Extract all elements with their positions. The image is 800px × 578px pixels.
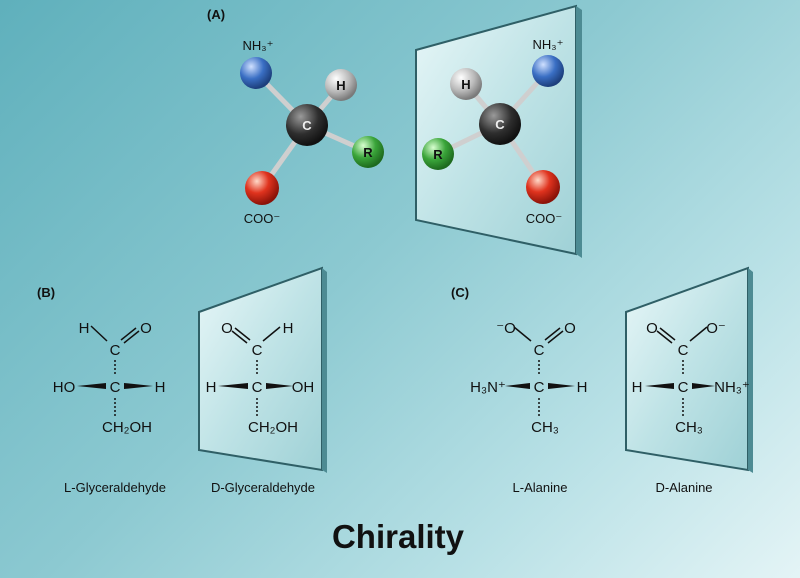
atom-c-upper: C: [678, 342, 689, 359]
diagram-title: Chirality: [332, 518, 465, 555]
atom-label-r: R: [433, 147, 443, 162]
substituent-right: NH₃⁺: [714, 379, 750, 396]
substituent-bottom: CH₂OH: [248, 419, 298, 436]
hydrogen-atom: [450, 68, 482, 100]
r-group-atom: [352, 136, 384, 168]
atom-label-c: C: [495, 117, 505, 132]
carbon-atom: [479, 103, 521, 145]
hydrogen-atom: [325, 69, 357, 101]
atom-c-center: C: [534, 379, 545, 396]
atom-c-upper: C: [110, 342, 121, 359]
carboxylate-label: COO⁻: [244, 211, 280, 226]
atom-h: H: [283, 320, 294, 337]
l-glyceraldehyde-caption: L-Glyceraldehyde: [64, 480, 166, 495]
substituent-right: H: [155, 379, 166, 396]
nitrogen-atom: [240, 57, 272, 89]
substituent-left: H: [632, 379, 643, 396]
mirror-edge-a: [576, 6, 582, 258]
panel-a-right-molecule: H R C NH₃⁺ COO⁻: [422, 37, 564, 226]
l-alanine-caption: L-Alanine: [513, 480, 568, 495]
l-glyceraldehyde-structure: H O C C HO H CH₂OH L-Glyceraldehyde: [53, 320, 166, 495]
panel-b-label: (B): [37, 285, 55, 300]
atom-c-center: C: [252, 379, 263, 396]
substituent-left: H₃N⁺: [470, 379, 506, 396]
d-alanine-caption: D-Alanine: [655, 480, 712, 495]
panel-a-left-molecule: H R C NH₃⁺ COO⁻: [240, 38, 384, 226]
oxygen-atom: [245, 171, 279, 205]
d-glyceraldehyde-structure: O H C C H OH CH₂OH D-Glyceraldehyde: [206, 320, 315, 495]
carbon-atom: [286, 104, 328, 146]
amino-group-label: NH₃⁺: [243, 38, 274, 53]
carboxylate-label: COO⁻: [526, 211, 562, 226]
d-alanine-structure: O O⁻ C C H NH₃⁺ CH₃ D-Alanine: [632, 320, 750, 495]
atom-o: O: [221, 320, 233, 337]
atom-h: H: [79, 320, 90, 337]
substituent-right: OH: [292, 379, 315, 396]
substituent-left: H: [206, 379, 217, 396]
amino-group-label: NH₃⁺: [533, 37, 564, 52]
substituent-bottom: CH₂OH: [102, 419, 152, 436]
atom-o-minus: ⁻O: [496, 320, 516, 337]
substituent-left: HO: [53, 379, 76, 396]
substituent-bottom: CH₃: [531, 419, 559, 436]
atom-o-minus: O⁻: [706, 320, 726, 337]
atom-o: O: [564, 320, 576, 337]
mirror-plane-b: [198, 266, 323, 472]
atom-label-r: R: [363, 145, 373, 160]
nitrogen-atom: [532, 55, 564, 87]
l-alanine-structure: ⁻O O C C H₃N⁺ H CH₃ L-Alanine: [470, 320, 587, 495]
substituent-right: H: [577, 379, 588, 396]
oxygen-atom: [526, 170, 560, 204]
atom-label-h: H: [461, 77, 470, 92]
substituent-bottom: CH₃: [675, 419, 703, 436]
panel-c-label: (C): [451, 285, 469, 300]
panel-a-label: (A): [207, 7, 225, 22]
atom-c-upper: C: [252, 342, 263, 359]
mirror-edge-b: [322, 268, 327, 473]
atom-c-center: C: [110, 379, 121, 396]
mirror-edge-c: [748, 268, 753, 473]
r-group-atom: [422, 138, 454, 170]
atom-label-c: C: [302, 118, 312, 133]
atom-c-center: C: [678, 379, 689, 396]
atom-c-upper: C: [534, 342, 545, 359]
atom-o: O: [646, 320, 658, 337]
atom-o: O: [140, 320, 152, 337]
atom-label-h: H: [336, 78, 345, 93]
d-glyceraldehyde-caption: D-Glyceraldehyde: [211, 480, 315, 495]
mirror-plane-c: [625, 266, 749, 472]
